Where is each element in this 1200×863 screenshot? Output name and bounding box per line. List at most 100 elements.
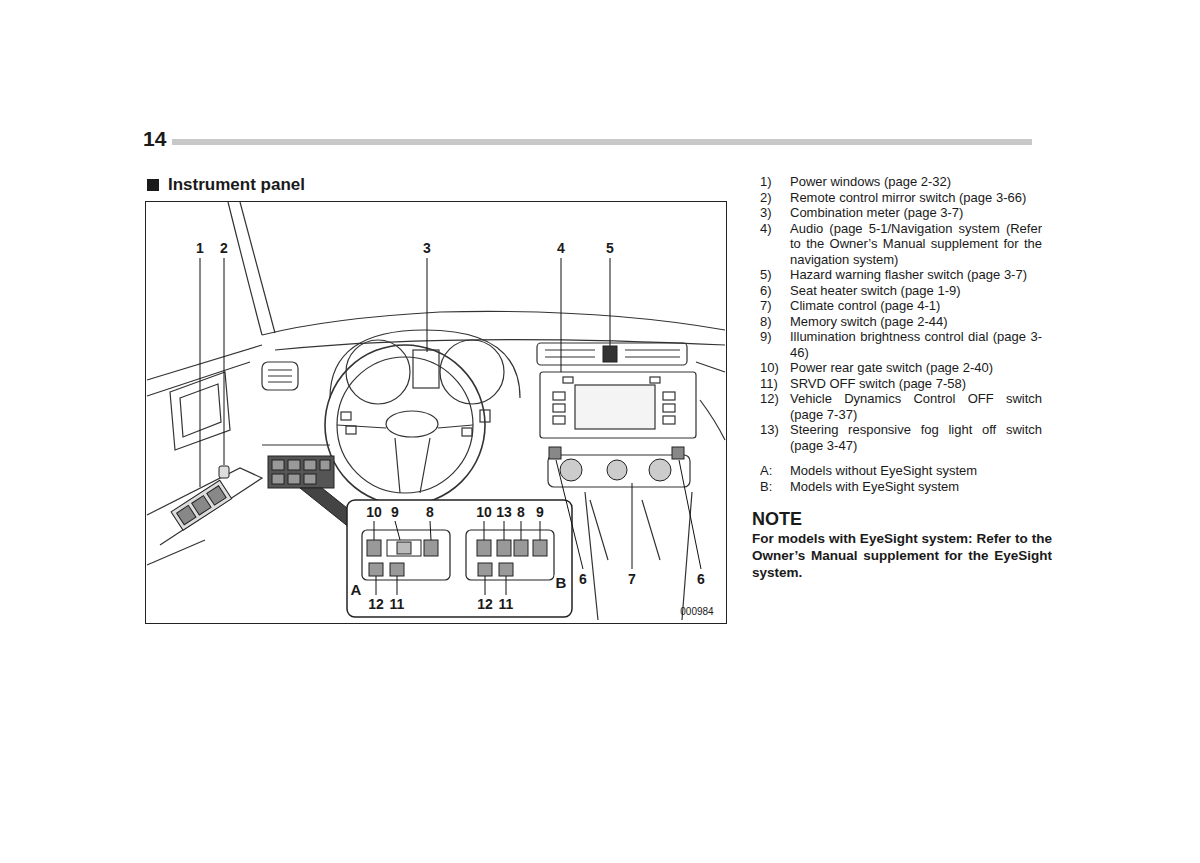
switch-inset: [347, 500, 572, 617]
callout-number: 11: [389, 596, 406, 612]
switch-parts: [177, 505, 196, 524]
leader-lines: [200, 258, 701, 595]
note-heading: NOTE: [752, 508, 1042, 530]
item-text: Memory switch (page 2-44): [790, 314, 1042, 330]
dashboard-outline: [537, 343, 687, 365]
switch-parts: [607, 460, 627, 480]
legend-row: 9)Illumination brightness control dial (…: [760, 329, 1042, 360]
switch-parts: [171, 480, 232, 530]
item-text: Models with EyeSight system: [790, 479, 1042, 495]
item-text: Steering responsive fog light off switch…: [790, 422, 1042, 453]
legend-row: 3)Combination meter (page 3-7): [760, 205, 1042, 221]
callout-number: 4: [556, 240, 566, 256]
callout-number: 8: [425, 504, 435, 520]
callout-number: 1: [195, 240, 205, 256]
dashboard-outline: [262, 362, 298, 390]
dashboard-outline: [147, 202, 725, 620]
item-text: Power windows (page 2-32): [790, 174, 1042, 190]
dashboard-outline: [413, 350, 439, 388]
title-bullet: [147, 179, 159, 191]
switch-parts: [192, 496, 211, 515]
legend-row: 1)Power windows (page 2-32): [760, 174, 1042, 190]
item-text: Hazard warning flasher switch (page 3-7): [790, 267, 1042, 283]
switch-parts: [219, 466, 229, 478]
legend-row: 6)Seat heater switch (page 1-9): [760, 283, 1042, 299]
leader-lines: [632, 483, 633, 569]
item-number: 4): [760, 221, 790, 268]
figure-frame: [146, 202, 727, 624]
legend-list: 1)Power windows (page 2-32)2)Remote cont…: [760, 174, 1042, 581]
dashboard-outline: [480, 410, 490, 422]
callout-number: 9: [390, 504, 400, 520]
switch-parts: [288, 460, 300, 470]
item-text: Audio (page 5-1/Navigation system (Refer…: [790, 221, 1042, 268]
callout-number: 12: [476, 596, 494, 612]
header-rule: [172, 139, 1032, 145]
page-number: 14: [143, 127, 166, 151]
switch-parts: [549, 447, 561, 459]
leader-lines: [561, 258, 562, 372]
dashboard-outline: [663, 392, 675, 400]
dashboard-outline: [462, 428, 472, 436]
legend-row: 4)Audio (page 5-1/Navigation system (Ref…: [760, 221, 1042, 268]
switch-parts: [320, 460, 330, 470]
switch-parts: [672, 447, 684, 459]
callout-number: 13: [495, 504, 513, 520]
dashboard-outline: [440, 340, 504, 404]
item-text: Remote control mirror switch (page 3-66): [790, 190, 1042, 206]
switch-parts: [603, 346, 617, 362]
legend-row: 5)Hazard warning flasher switch (page 3-…: [760, 267, 1042, 283]
callout-number: 6: [696, 571, 706, 587]
leader-lines: [224, 258, 225, 465]
callout-number: 9: [535, 504, 545, 520]
switch-inset: [466, 530, 554, 580]
switch-inset: [499, 563, 513, 576]
callout-number: 11: [498, 596, 515, 612]
switch-parts: [268, 456, 334, 488]
dashboard-outline: [262, 311, 725, 335]
item-number: 10): [760, 360, 790, 376]
switch-parts: [560, 459, 582, 481]
dashboard-outline: [696, 362, 725, 440]
item-text: Combination meter (page 3-7): [790, 205, 1042, 221]
callout-number: 7: [627, 571, 637, 587]
dashboard-outline: [386, 411, 438, 437]
switch-inset: [497, 540, 511, 556]
dashboard-outline: [585, 492, 692, 620]
switch-inset: [533, 540, 547, 556]
switch-inset: [387, 540, 421, 556]
dashboard-outline: [553, 404, 565, 412]
switch-inset: [424, 540, 438, 556]
dashboard-outline: [240, 202, 275, 333]
leader-lines: [610, 258, 611, 346]
switch-parts: [272, 474, 284, 484]
dashboard-outline: [575, 385, 655, 429]
callout-number: 6: [578, 571, 588, 587]
callout-number: 3: [422, 240, 432, 256]
switch-inset: [369, 563, 383, 576]
dashboard-outline: [553, 416, 565, 424]
switch-inset: [347, 500, 572, 617]
item-text: SRVD OFF switch (page 7-58): [790, 376, 1042, 392]
dashboard-outline: [330, 330, 520, 398]
legend-row: 11)SRVD OFF switch (page 7-58): [760, 376, 1042, 392]
switch-parts: [272, 460, 284, 470]
dashboard-outline: [346, 426, 356, 434]
leader-lines: [679, 460, 701, 569]
item-number: A:: [760, 463, 790, 479]
legend-row: 13)Steering responsive fog light off swi…: [760, 422, 1042, 453]
leader-lines: [374, 521, 431, 540]
item-number: B:: [760, 479, 790, 495]
callout-number: 8: [516, 504, 526, 520]
section-title: Instrument panel: [168, 175, 305, 195]
dashboard-outline: [147, 468, 262, 545]
leader-lines: [376, 576, 506, 595]
item-number: 9): [760, 329, 790, 360]
switch-inset: [478, 563, 492, 576]
dashboard-outline: [663, 416, 675, 424]
item-text: Seat heater switch (page 1-9): [790, 283, 1042, 299]
item-text: Climate control (page 4-1): [790, 298, 1042, 314]
callout-number: 2: [219, 240, 229, 256]
dashboard-outline: [275, 340, 725, 350]
